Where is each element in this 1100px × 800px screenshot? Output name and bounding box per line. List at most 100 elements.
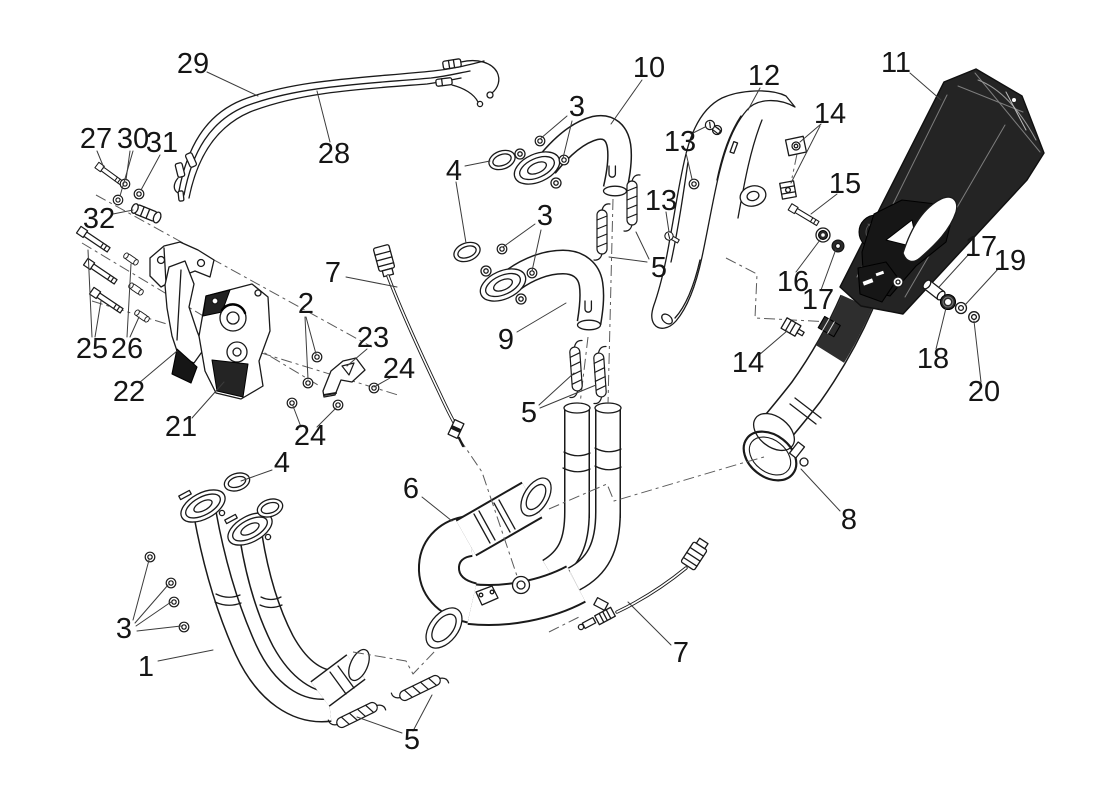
leader-line-5 (538, 372, 575, 406)
exhaust-gaskets-lower (223, 472, 284, 518)
actuator-bracket (164, 260, 205, 384)
cable-end-fitting (184, 152, 198, 168)
callout-label-20-28: 20 (968, 376, 1000, 408)
muffler-clamp (742, 430, 809, 482)
leader-line-30 (119, 150, 134, 197)
leader-line-24 (292, 405, 302, 428)
leader-line-11 (909, 72, 942, 101)
callout-label-3-2: 3 (569, 91, 585, 123)
callout-label-21-29: 21 (165, 411, 197, 443)
callout-label-5-7: 5 (651, 252, 667, 284)
exhaust-springs (327, 174, 641, 736)
callout-label-26-35: 26 (111, 333, 143, 365)
leader-line-3 (531, 229, 542, 272)
leader-line-26 (126, 263, 132, 338)
header-pipes (178, 489, 370, 723)
leader-line-3 (134, 584, 169, 624)
leader-line-19 (964, 267, 1000, 306)
leader-line-22 (138, 350, 178, 384)
cable-end-fitting (442, 58, 462, 70)
callout-label-17-24: 17 (802, 284, 834, 316)
exhaust-gaskets-upper (453, 149, 516, 263)
leader-line-3 (502, 223, 536, 248)
exhaust-valve-cables (173, 58, 500, 202)
leader-line-27 (96, 150, 105, 169)
leader-line-4 (464, 160, 491, 167)
callout-label-13-19: 13 (645, 185, 677, 217)
callout-label-4-5: 4 (446, 155, 462, 187)
leader-line-3 (539, 115, 568, 140)
leader-line-13 (690, 126, 706, 135)
callout-label-3-4: 3 (116, 613, 132, 645)
leader-line-15 (810, 193, 838, 215)
callout-label-8-13: 8 (841, 504, 857, 536)
leader-line-18 (935, 307, 947, 350)
callout-label-17-25: 17 (965, 231, 997, 263)
callout-label-16-23: 16 (777, 266, 809, 298)
leader-line-14 (790, 125, 821, 184)
callout-label-18-26: 18 (917, 343, 949, 375)
callout-label-25-34: 25 (76, 333, 108, 365)
leader-line-14 (758, 330, 788, 356)
leader-line-4 (455, 181, 467, 244)
callout-label-31-40: 31 (146, 127, 178, 159)
leader-line-30 (125, 150, 131, 181)
exhaust-pipe-9 (479, 249, 605, 331)
callout-label-12-17: 12 (748, 60, 780, 92)
leader-line-13 (665, 211, 670, 233)
leader-line-26 (129, 316, 140, 338)
cable-end-fitting (435, 77, 453, 87)
callout-label-11-16: 11 (881, 47, 911, 79)
callout-label-14-21: 14 (732, 347, 764, 379)
exhaust-pipe-10 (513, 114, 633, 197)
callout-label-7-11: 7 (325, 257, 341, 289)
callout-label-5-9: 5 (404, 724, 420, 756)
callout-label-15-22: 15 (829, 168, 861, 200)
callout-label-1-0: 1 (138, 651, 154, 683)
leader-line-5 (356, 716, 403, 734)
leader-line-7 (627, 601, 672, 646)
muffler-assembly (742, 68, 1045, 482)
muffler-hanger (902, 196, 958, 263)
mounting-bolts-and-spacers (75, 161, 162, 324)
leader-line-31 (140, 154, 161, 191)
leader-line-16 (795, 239, 821, 273)
oxygen-sensor-rear (577, 537, 709, 631)
heat-shield (651, 90, 796, 329)
support-bracket (322, 357, 366, 398)
oxygen-sensor-boss (511, 575, 531, 595)
leader-line-3 (135, 601, 172, 627)
callout-label-29-38: 29 (177, 48, 209, 80)
callout-label-14-20: 14 (814, 98, 846, 130)
leader-line-10 (610, 79, 643, 125)
leader-line-7 (345, 276, 398, 288)
callout-label-24-32: 24 (383, 353, 415, 385)
callout-label-22-30: 22 (113, 376, 145, 408)
callout-label-24-33: 24 (294, 420, 326, 452)
callout-label-2-1: 2 (298, 288, 314, 320)
leader-line-13 (685, 152, 693, 180)
callout-label-5-8: 5 (521, 397, 537, 429)
leader-line-2 (304, 316, 309, 380)
callout-label-6-10: 6 (403, 473, 419, 505)
leader-line-1 (157, 649, 214, 662)
leader-line-25 (94, 300, 102, 338)
callout-label-28-37: 28 (318, 138, 350, 170)
leader-line-25 (87, 249, 93, 338)
callout-label-13-18: 13 (664, 126, 696, 158)
leader-line-5 (635, 231, 650, 260)
leader-line-29 (206, 71, 259, 97)
leader-line-5 (412, 694, 433, 732)
leader-line-17 (938, 253, 970, 288)
leader-line-3 (562, 120, 573, 159)
callout-label-32-41: 32 (83, 203, 115, 235)
leader-line-2 (305, 316, 317, 355)
leader-line-6 (421, 496, 453, 522)
leader-line-14 (799, 123, 822, 143)
leader-line-28 (316, 90, 331, 143)
leader-line-17 (820, 248, 837, 291)
